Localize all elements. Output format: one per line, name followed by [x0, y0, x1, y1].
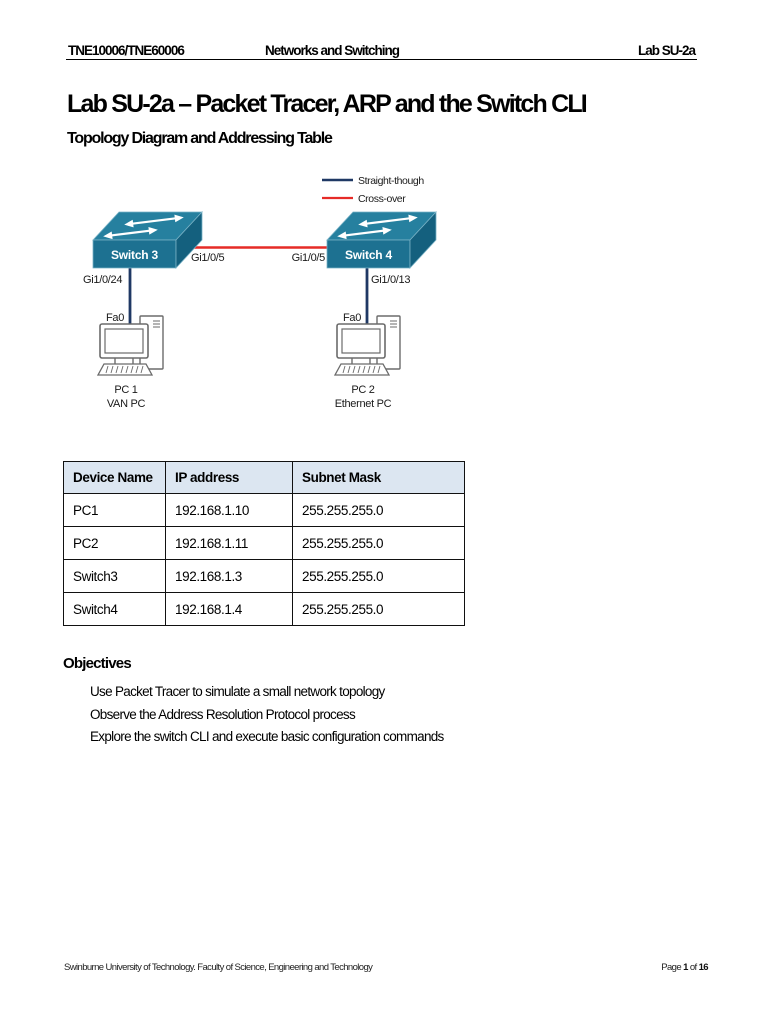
switch3-uplink-port-label: Gi1/0/5 — [191, 252, 225, 264]
ip-address-cell: 192.168.1.11 — [165, 526, 293, 560]
page-title: Lab SU-2a – Packet Tracer, ARP and the S… — [67, 90, 588, 118]
objective-item: Use Packet Tracer to simulate a small ne… — [90, 684, 385, 699]
switch4-access-port-label: Gi1/0/13 — [371, 274, 410, 286]
col-header-subnet-mask: Subnet Mask — [292, 461, 465, 494]
switch3-icon: Switch 3 — [92, 210, 203, 270]
pc1-name: PC 1 — [114, 384, 137, 396]
footer-institution: Swinburne University of Technology. Facu… — [64, 962, 373, 973]
col-header-device-name: Device Name — [63, 461, 166, 494]
footer-total-pages: 16 — [698, 962, 709, 973]
pc2-subtitle: Ethernet PC — [335, 398, 392, 410]
header-unit-name: Networks and Switching — [265, 43, 400, 58]
switch4-side-face — [409, 210, 437, 270]
footer-page-word: Page — [661, 962, 682, 973]
legend-cross-label: Cross-over — [358, 193, 406, 205]
switch4-uplink-port-label: Gi1/0/5 — [292, 252, 326, 264]
switch-arrow-icon — [337, 227, 392, 240]
header-lab-code: Lab SU-2a — [637, 43, 696, 58]
pc2-name: PC 2 — [351, 384, 374, 396]
pc1-subtitle: VAN PC — [107, 398, 146, 410]
device-name-cell: PC1 — [63, 493, 166, 527]
switch3-side-face — [175, 210, 203, 270]
pc1-icon — [96, 315, 164, 376]
subnet-mask-cell: 255.255.255.0 — [292, 592, 465, 626]
legend: Straight-though Cross-over — [322, 175, 425, 205]
table-row: PC1 192.168.1.10 255.255.255.0 — [63, 493, 465, 527]
pc2-port-label: Fa0 — [343, 312, 361, 324]
switch3-name: Switch 3 — [111, 248, 159, 262]
subnet-mask-cell: 255.255.255.0 — [292, 493, 465, 527]
switch4-name: Switch 4 — [345, 248, 393, 262]
header-course-code: TNE10006/TNE60006 — [68, 43, 185, 58]
col-header-ip-address: IP address — [165, 461, 293, 494]
ip-address-cell: 192.168.1.4 — [165, 592, 293, 626]
footer-of-word: of — [689, 962, 697, 973]
objectives-heading: Objectives — [63, 655, 132, 672]
table-row: Switch4 192.168.1.4 255.255.255.0 — [63, 592, 465, 626]
topology-diagram: Straight-though Cross-over Switch 3 — [83, 175, 437, 410]
objectives-list: Use Packet Tracer to simulate a small ne… — [90, 681, 444, 749]
ip-address-cell: 192.168.1.3 — [165, 559, 293, 593]
switch-arrow-icon — [124, 214, 184, 228]
switch3-access-port-label: Gi1/0/24 — [83, 274, 122, 286]
pc1-port-label: Fa0 — [106, 312, 124, 324]
device-name-cell: PC2 — [63, 526, 166, 560]
legend-straight-label: Straight-though — [358, 175, 424, 187]
header-rule — [66, 59, 697, 60]
pc2-icon — [333, 315, 401, 376]
table-header-row: Device Name IP address Subnet Mask — [63, 461, 465, 494]
addressing-table: Device Name IP address Subnet Mask PC1 1… — [63, 461, 465, 626]
table-row: Switch3 192.168.1.3 255.255.255.0 — [63, 559, 465, 593]
objective-item: Explore the switch CLI and execute basic… — [90, 729, 444, 744]
footer-page-indicator: Page 1 of 16 — [661, 962, 708, 973]
device-name-cell: Switch3 — [63, 559, 166, 593]
objective-item: Observe the Address Resolution Protocol … — [90, 706, 356, 722]
switch4-icon: Switch 4 — [326, 210, 437, 270]
subnet-mask-cell: 255.255.255.0 — [292, 526, 465, 560]
switch-arrow-icon — [358, 214, 418, 228]
ip-address-cell: 192.168.1.10 — [165, 493, 293, 527]
footer-page-number: 1 — [683, 962, 688, 973]
device-name-cell: Switch4 — [63, 592, 166, 626]
section-heading: Topology Diagram and Addressing Table — [67, 130, 333, 147]
subnet-mask-cell: 255.255.255.0 — [292, 559, 465, 593]
switch-arrow-icon — [103, 227, 158, 240]
table-row: PC2 192.168.1.11 255.255.255.0 — [63, 526, 465, 560]
